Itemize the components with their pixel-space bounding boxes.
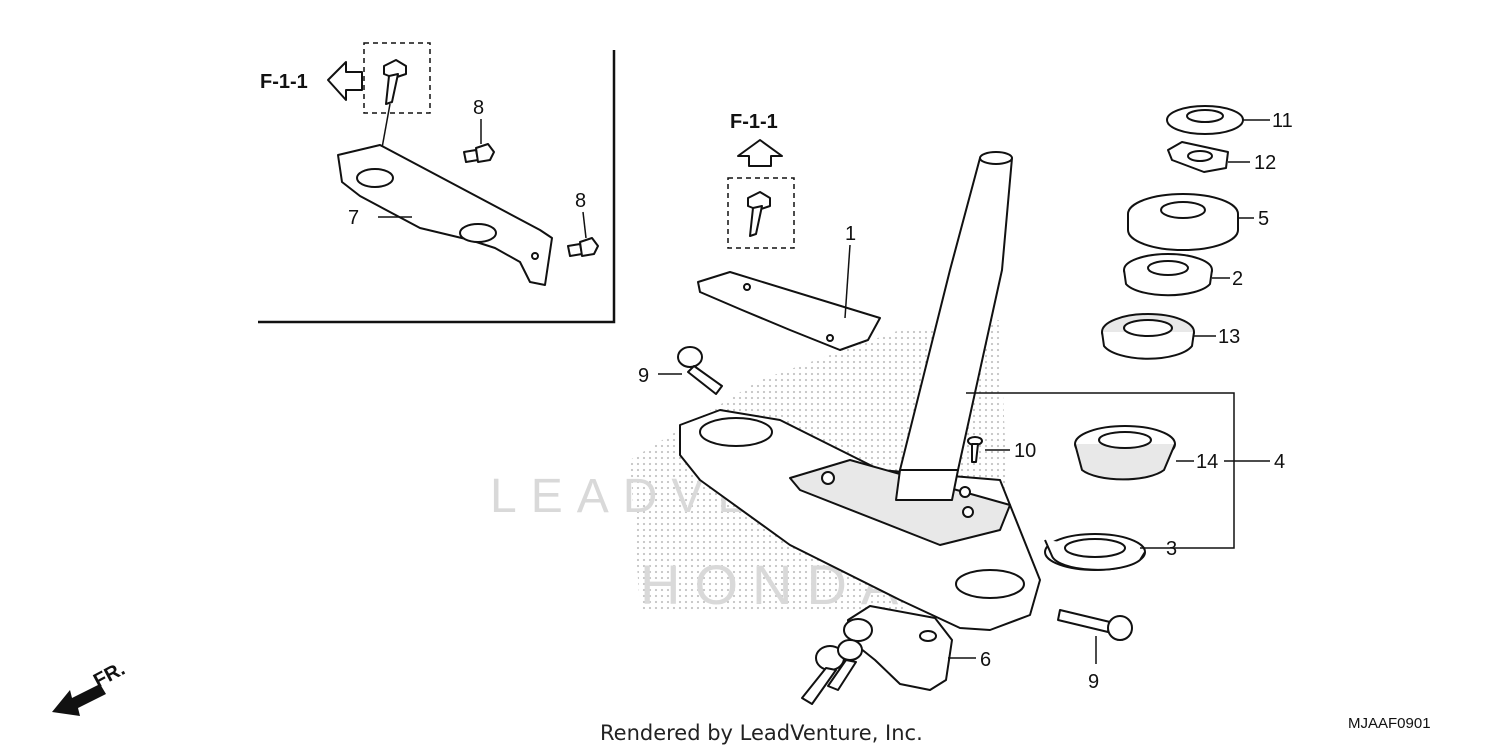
- callout-14[interactable]: 14: [1196, 451, 1218, 473]
- bolt-9-icon: [677, 346, 723, 395]
- callout-9b[interactable]: 9: [1088, 671, 1099, 693]
- bracket-4: [966, 392, 1235, 549]
- bolt-9b-icon: [1057, 609, 1133, 641]
- ref-center-label: F-1-1: [730, 111, 778, 133]
- cover-plate-icon: [697, 271, 881, 351]
- bolt-box-inset: [363, 42, 431, 114]
- ref-center[interactable]: F-1-1: [730, 111, 783, 167]
- nut-5-icon: [1127, 193, 1239, 251]
- footer-credit: Rendered by LeadVenture, Inc.: [600, 721, 923, 745]
- callout-8b[interactable]: 8: [575, 190, 586, 212]
- callout-12[interactable]: 12: [1254, 152, 1276, 174]
- dust-seal-2-icon: [1123, 253, 1213, 297]
- race-3-icon: [1044, 533, 1146, 571]
- front-arrow-icon: [52, 684, 106, 716]
- bearing-14-icon: [1074, 425, 1176, 481]
- bearing-13-icon: [1101, 313, 1195, 360]
- leader-inset-bolt: [381, 103, 391, 149]
- plate-icon: [337, 144, 553, 286]
- bolt-box-center: [727, 177, 795, 249]
- up-arrow-icon: [737, 139, 783, 167]
- leader-8b: [582, 211, 587, 239]
- callout-13[interactable]: 13: [1218, 326, 1240, 348]
- bolt-center-icon: [747, 191, 771, 237]
- lock-nut-11-icon: [1166, 105, 1244, 135]
- callout-4[interactable]: 4: [1274, 451, 1285, 473]
- leader-1: [844, 244, 851, 319]
- stem-icon: [895, 151, 1013, 501]
- key-icon: [801, 639, 863, 705]
- callout-3[interactable]: 3: [1166, 538, 1177, 560]
- inset-frame: [258, 50, 616, 324]
- callout-8a[interactable]: 8: [473, 97, 484, 119]
- small-bolt-icon: [463, 143, 495, 163]
- callout-9a[interactable]: 9: [638, 365, 649, 387]
- left-arrow-icon: [327, 61, 363, 101]
- callout-5[interactable]: 5: [1258, 208, 1269, 230]
- ref-left-label: F-1-1: [260, 71, 308, 93]
- bolt-inset-icon: [383, 59, 407, 105]
- ref-left[interactable]: F-1-1: [260, 61, 363, 101]
- callout-2[interactable]: 2: [1232, 268, 1243, 290]
- callout-7[interactable]: 7: [348, 207, 359, 229]
- callout-10[interactable]: 10: [1014, 440, 1036, 462]
- top-bridge-icon: [679, 409, 1041, 631]
- callout-1[interactable]: 1: [845, 223, 856, 245]
- small-bolt-icon-2: [567, 237, 599, 257]
- washer-12-icon: [1167, 141, 1229, 173]
- callout-11[interactable]: 11: [1272, 110, 1293, 132]
- ignition-switch-icon: [843, 605, 953, 691]
- front-direction: FR.: [52, 658, 129, 716]
- callout-6[interactable]: 6: [980, 649, 991, 671]
- screw-10-icon: [967, 436, 983, 463]
- diagram-code: MJAAF0901: [1348, 715, 1431, 732]
